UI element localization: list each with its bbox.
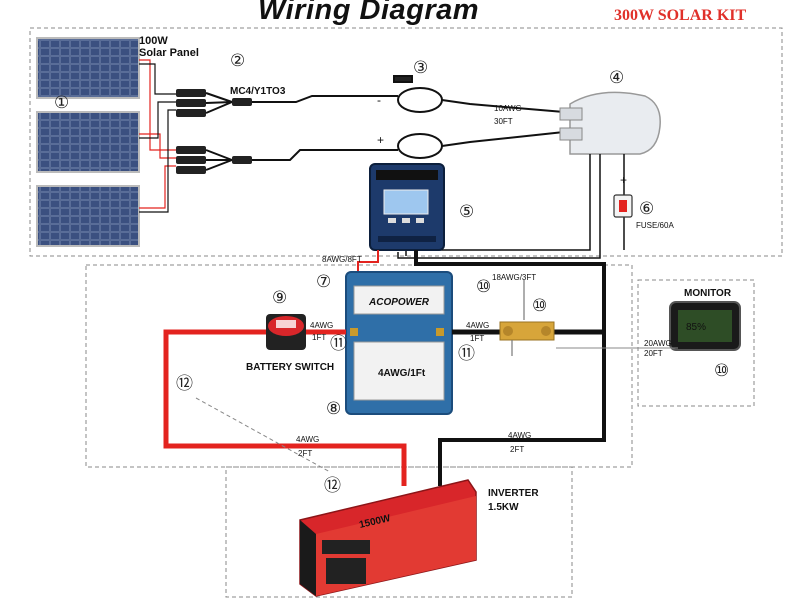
inverter-neg-length: 2FT — [510, 445, 524, 454]
marker-11: ⑪ — [330, 334, 347, 354]
panel-label-line1: 100W — [139, 35, 168, 47]
switch-wire-length: 1FT — [312, 333, 326, 342]
marker-11b: ⑪ — [458, 344, 475, 364]
controller-cable-label: 8AWG/8FT — [322, 255, 362, 264]
marker-10: ⑩ — [476, 277, 491, 297]
shunt — [499, 280, 555, 356]
monitor-region — [637, 279, 755, 407]
cable-entry-gland — [559, 91, 661, 155]
inverter-label-line2: 1.5KW — [488, 502, 519, 513]
marker-10b: ⑩ — [532, 296, 547, 316]
positive-cable — [163, 329, 407, 486]
inverter-neg-gauge: 4AWG — [508, 431, 531, 440]
marker-3: ③ — [413, 58, 428, 78]
monitor-cable-label: 18AWG/3FT — [492, 273, 536, 282]
battery-brand: ACOPOWER — [368, 297, 430, 308]
positive-sign: + — [377, 133, 384, 147]
fuse-positive-sign: + — [620, 173, 627, 187]
fuse-label: FUSE/60A — [636, 221, 674, 230]
wire-length-label: 30FT — [494, 117, 513, 126]
connector-label: MC4/Y1TO3 — [230, 86, 286, 97]
inverter-label-line1: INVERTER — [488, 488, 539, 499]
diagram-title: Wiring Diagram — [258, 0, 480, 26]
inverter-pos-length: 2FT — [298, 449, 312, 458]
charge-controller — [369, 163, 445, 251]
fuse — [613, 194, 633, 218]
battery-switch — [266, 314, 306, 350]
battery — [345, 271, 453, 415]
pv-cable — [252, 75, 565, 161]
negative-sign: - — [377, 93, 381, 107]
marker-2: ② — [230, 51, 245, 71]
wire-gauge-label: 10AWG — [494, 104, 522, 113]
battery-switch-label: BATTERY SWITCH — [246, 362, 334, 373]
monitor-label: MONITOR — [684, 288, 732, 299]
solar-panel — [36, 37, 140, 247]
kit-label: 300W SOLAR KIT — [614, 7, 747, 24]
marker-6: ⑥ — [639, 199, 654, 219]
marker-12: ⑫ — [176, 374, 193, 394]
mc4-connector — [176, 89, 252, 174]
marker-4: ④ — [609, 68, 624, 88]
monitor-wire-gauge: 20AWG — [644, 339, 672, 348]
inverter-ground — [195, 397, 331, 473]
shunt-wire-gauge: 4AWG — [466, 321, 489, 330]
inverter-pos-gauge: 4AWG — [296, 435, 319, 444]
marker-10c: ⑩ — [714, 361, 729, 381]
marker-5: ⑤ — [459, 202, 474, 222]
battery-monitor — [556, 301, 741, 351]
marker-8: ⑧ — [326, 399, 341, 419]
shunt-wire-length: 1FT — [470, 334, 484, 343]
marker-1: ① — [54, 93, 69, 113]
marker-9: ⑨ — [272, 288, 287, 308]
switch-wire-gauge: 4AWG — [310, 321, 333, 330]
monitor-wire-length: 20FT — [644, 349, 663, 358]
battery-cable-label: 4AWG/1Ft — [378, 368, 426, 379]
monitor-screen-value: 85% — [686, 322, 706, 333]
marker-7: ⑦ — [316, 272, 331, 292]
marker-12b: ⑫ — [324, 476, 341, 496]
inverter — [299, 479, 477, 597]
panel-label-line2: Solar Panel — [139, 47, 199, 59]
panel-leads — [139, 59, 176, 213]
